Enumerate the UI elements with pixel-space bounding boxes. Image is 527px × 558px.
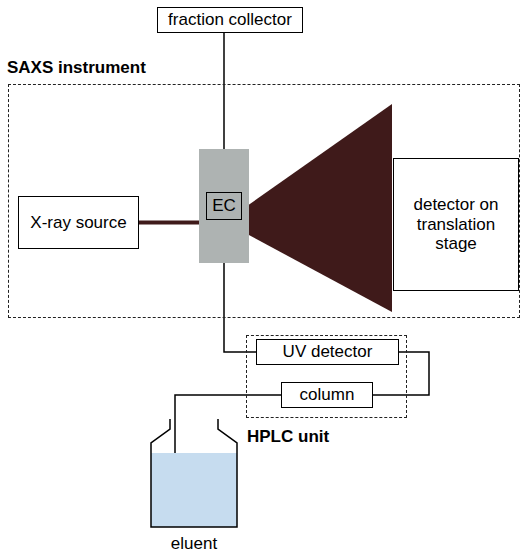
flow-tube (224, 263, 256, 352)
bottle-outline (151, 419, 237, 527)
node-label: eluent (148, 534, 240, 554)
node-label: detector on translation stage (408, 195, 504, 254)
source-box: X-ray source (18, 196, 139, 249)
node-label: UV detector (283, 342, 373, 362)
flow-tube (223, 33, 225, 150)
region-heading: SAXS instrument (7, 58, 146, 77)
output-box: fraction collector (157, 7, 303, 33)
scattered-beam (247, 104, 392, 312)
detector-box: detector on translation stage (393, 158, 519, 291)
node-label: X-ray source (30, 213, 126, 233)
column-box: column (281, 382, 373, 408)
region-heading: HPLC unit (247, 427, 329, 446)
node-label: EC (206, 192, 242, 220)
eluent-bottle: eluent (148, 415, 240, 556)
eluent-liquid (151, 453, 237, 527)
node-label: fraction collector (168, 10, 292, 30)
node-label: column (300, 385, 355, 405)
cell-box: EC (199, 149, 249, 263)
detector-box: UV detector (256, 339, 399, 365)
hplc-region: HPLC unitUV detectorcolumn (246, 335, 407, 418)
instrument-region: SAXS instrumentX-ray sourceECdetector on… (8, 84, 520, 318)
x-ray-beam (139, 221, 199, 225)
